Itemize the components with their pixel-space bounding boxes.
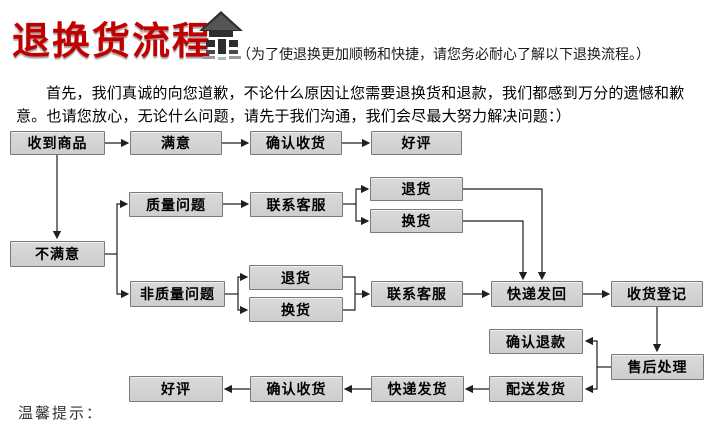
flow-node-good-review-top: 好评 xyxy=(371,131,462,155)
flow-node-satisfied: 满意 xyxy=(130,131,222,155)
flow-node-confirm-refund: 确认退款 xyxy=(489,329,583,354)
intro-paragraph: 首先，我们真诚的向您道歉，不论什么原因让您需要退换货和退款，我们都感到万分的遗憾… xyxy=(16,85,685,125)
flow-node-good-review-bot: 好评 xyxy=(129,376,223,402)
flow-node-contact-service-nq: 联系客服 xyxy=(371,281,463,307)
flow-node-non-quality-issue: 非质量问题 xyxy=(130,281,225,307)
flow-node-aftersale-handle: 售后处理 xyxy=(611,354,704,380)
flow-node-quality-issue: 质量问题 xyxy=(129,192,223,217)
flow-node-return-q: 退货 xyxy=(370,177,463,201)
flow-node-courier-dispatch: 快递发货 xyxy=(371,376,464,402)
flow-node-received: 收到商品 xyxy=(10,131,105,155)
flow-node-courier-return: 快递发回 xyxy=(491,281,583,307)
flow-node-contact-service-q: 联系客服 xyxy=(250,192,343,217)
flow-node-receipt-register: 收货登记 xyxy=(611,281,703,307)
flow-node-confirm-receipt-bot: 确认收货 xyxy=(250,376,343,402)
flow-node-unsatisfied: 不满意 xyxy=(10,241,105,267)
page-title: 退换货流程 xyxy=(12,21,213,63)
warm-tip-label: 温馨提示： xyxy=(18,405,104,422)
flow-node-confirm-receipt-top: 确认收货 xyxy=(250,131,342,155)
flow-node-return-nq: 退货 xyxy=(249,265,343,290)
header-tagline: （为了使退换更加顺畅和快捷，请您务必耐心了解以下退换流程。） xyxy=(237,46,650,62)
flow-node-exchange-nq: 换货 xyxy=(249,297,343,322)
flow-node-delivery-dispatch: 配送发货 xyxy=(489,376,583,402)
flow-node-exchange-q: 换货 xyxy=(370,209,463,233)
house-arrow-icon xyxy=(199,11,243,60)
